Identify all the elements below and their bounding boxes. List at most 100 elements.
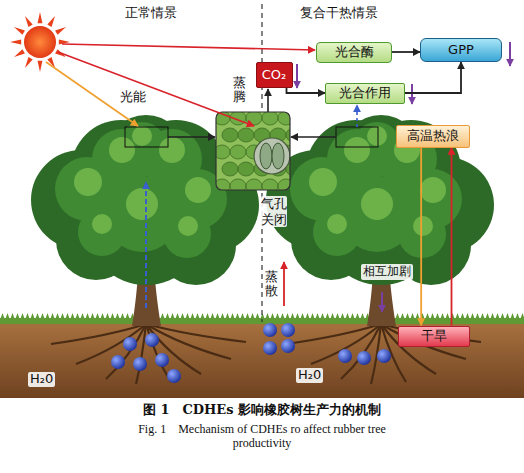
scenario-title: 复合干热情景 bbox=[300, 6, 378, 21]
light-arrow bbox=[62, 44, 315, 50]
node-text: 光合作用 bbox=[339, 86, 391, 100]
tree-root bbox=[136, 324, 146, 384]
decrease-arrow bbox=[509, 42, 511, 66]
connector-arrow bbox=[420, 148, 422, 326]
water-drop bbox=[281, 323, 295, 337]
stress-box: 高温热浪 bbox=[396, 125, 470, 148]
node-text: GPP bbox=[448, 43, 474, 57]
foliage-highlight bbox=[178, 216, 198, 236]
leaf-cell bbox=[222, 128, 238, 142]
foliage-highlight bbox=[109, 137, 135, 163]
leaf-cell bbox=[246, 179, 262, 190]
connector-arrow bbox=[287, 88, 326, 93]
node-text: 干旱 bbox=[421, 329, 447, 343]
leaf-cell bbox=[262, 112, 278, 125]
water-drop bbox=[123, 337, 137, 351]
dashed-arrow bbox=[356, 105, 358, 127]
sun-icon bbox=[10, 12, 70, 72]
water-label: H₂0 bbox=[28, 372, 55, 387]
foliage-highlight bbox=[361, 188, 393, 220]
node-text: 高温热浪 bbox=[407, 129, 459, 143]
connector-arrow bbox=[451, 148, 453, 326]
foliage bbox=[313, 208, 361, 256]
water-drop bbox=[133, 357, 147, 371]
sun-ray bbox=[14, 27, 25, 35]
water-drop bbox=[357, 351, 371, 365]
leaf-cell bbox=[230, 179, 246, 190]
tree-root bbox=[286, 324, 381, 344]
leaf-cell bbox=[262, 179, 278, 190]
sun-ray bbox=[10, 40, 21, 45]
decrease-arrow bbox=[296, 64, 298, 88]
sun-ray bbox=[25, 16, 33, 27]
water-drop bbox=[111, 355, 125, 369]
flow-label: 蒸散 bbox=[265, 270, 278, 299]
flow-label: 光能 bbox=[120, 90, 146, 105]
flow-arrow bbox=[267, 89, 269, 112]
tree-root bbox=[146, 324, 171, 382]
tree-root bbox=[146, 324, 246, 342]
state-label: 气孔关闭 bbox=[261, 196, 287, 227]
foliage-highlight bbox=[420, 177, 446, 203]
foliage-highlight bbox=[74, 168, 102, 196]
sun-ray bbox=[25, 57, 33, 68]
water-label: H₂0 bbox=[296, 368, 323, 383]
leaf-stoma-image bbox=[216, 112, 290, 190]
water-drop bbox=[263, 323, 277, 337]
foliage-highlight bbox=[132, 126, 152, 146]
sun-disc bbox=[24, 26, 56, 58]
sun-ray bbox=[38, 12, 43, 23]
sun-ray bbox=[47, 16, 55, 27]
rubber-tree bbox=[266, 115, 494, 326]
tree-root bbox=[76, 324, 146, 364]
foliage-highlight bbox=[185, 177, 211, 203]
water-drop bbox=[338, 349, 352, 363]
stoma bbox=[254, 138, 290, 174]
leaf-cell bbox=[230, 145, 246, 159]
decrease-arrow bbox=[411, 84, 413, 104]
decrease-arrow bbox=[381, 292, 383, 312]
foliage bbox=[78, 208, 126, 256]
node-text: 光合酶 bbox=[335, 45, 374, 59]
foliage-highlight bbox=[367, 126, 387, 146]
caption-english: Fig. 1 Mechanism of CDHEs ro affect rubb… bbox=[122, 423, 402, 451]
leaf-cell bbox=[216, 145, 230, 159]
water-drop bbox=[145, 333, 159, 347]
foliage-highlight bbox=[327, 214, 347, 234]
leaf-cell bbox=[238, 128, 254, 142]
sun-ray bbox=[38, 61, 43, 72]
foliage-highlight bbox=[92, 214, 112, 234]
rubber-tree bbox=[31, 115, 259, 326]
leaf-frame bbox=[216, 112, 290, 190]
sun-ray bbox=[55, 27, 66, 35]
flow-arrow bbox=[168, 136, 215, 138]
leaf-cell bbox=[238, 162, 254, 176]
tree-root bbox=[146, 324, 231, 359]
edge-label: 相互加剧 bbox=[361, 264, 413, 280]
foliage-highlight bbox=[344, 137, 370, 163]
evapotranspiration-arrow bbox=[283, 262, 285, 306]
foliage bbox=[163, 210, 211, 258]
caption: 图 1 CDHEs 影响橡胶树生产力的机制 bbox=[0, 403, 524, 418]
canopy-box bbox=[125, 127, 168, 147]
node-text: CO₂ bbox=[262, 68, 287, 82]
stress-box: 干旱 bbox=[398, 326, 470, 347]
foliage-highlight bbox=[126, 188, 158, 220]
factor-box: CO₂ bbox=[256, 62, 293, 88]
canopy-box bbox=[336, 127, 378, 147]
light-arrow bbox=[58, 52, 254, 126]
leaf-cell bbox=[222, 162, 238, 176]
guard-cell bbox=[260, 143, 272, 169]
foliage-highlight bbox=[413, 216, 433, 236]
process-box: 光合作用 bbox=[325, 83, 405, 104]
water-drop bbox=[377, 349, 391, 363]
guard-cell bbox=[272, 143, 284, 169]
connector-arrow bbox=[392, 51, 420, 53]
flow-label: 蒸腾 bbox=[233, 76, 246, 105]
foliage-highlight bbox=[159, 137, 185, 163]
water-flow-arrow bbox=[145, 182, 147, 308]
water-drop bbox=[155, 353, 169, 367]
water-drop bbox=[167, 369, 181, 383]
sun-ray bbox=[14, 49, 25, 57]
